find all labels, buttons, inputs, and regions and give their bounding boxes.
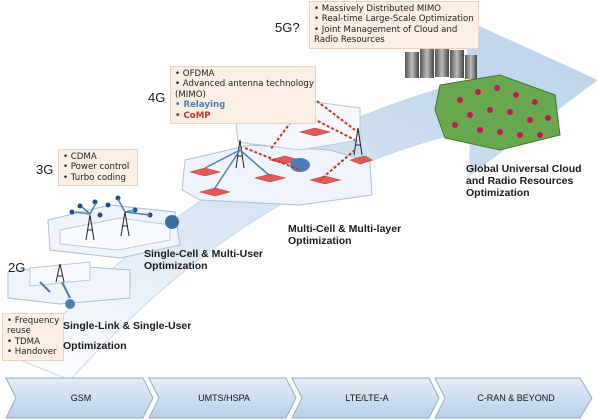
feature-item: (MIMO) [175, 89, 206, 100]
cluster-2g [7, 261, 131, 309]
feature-item: • CDMA [63, 152, 97, 162]
feature-box-3g: • CDMA • Power control • Turbo coding [58, 149, 138, 187]
cloud-5g [405, 45, 561, 151]
feature-item: Radio Resources [314, 35, 385, 46]
timeline-step-umts [148, 377, 297, 419]
feature-item-relaying: • Relaying [175, 100, 226, 111]
hex-grid-icon [434, 74, 561, 151]
generation-label-4g: 4G [148, 90, 166, 105]
feature-item: • Power control [63, 162, 130, 173]
feature-item: • Real-time Large-Scale Optimization [314, 14, 474, 25]
timeline-label-lte: LTE/LTE-A [345, 393, 389, 403]
caption-multi-cell: Multi-Cell & Multi-layer Optimization [288, 223, 402, 247]
generation-label-5g: 5G? [275, 20, 300, 35]
feature-item: • Frequency [7, 316, 60, 326]
timeline-step-lte [291, 377, 440, 419]
caption-single-link: Single-Link & Single-User Optimization [63, 320, 192, 352]
feature-item: reuse [7, 326, 31, 337]
caption-global: Global Universal Cloud and Radio Resourc… [466, 163, 582, 199]
caption-single-cell: Single-Cell & Multi-User Optimization [144, 248, 264, 272]
generation-label-2g: 2G [8, 260, 26, 275]
timeline-step-gsm [5, 377, 154, 419]
feature-box-2g: • Frequency reuse • TDMA • Handover [2, 313, 64, 361]
generation-label-3g: 3G [36, 162, 54, 177]
feature-item: • Handover [7, 347, 57, 358]
timeline-label-gsm: GSM [70, 393, 92, 403]
timeline-step-cran [434, 377, 593, 419]
tower-icon [55, 263, 65, 283]
cluster-3g [47, 195, 181, 259]
user-device-icon [165, 215, 179, 229]
tower-icon [85, 211, 130, 241]
feature-item-comp: • CoMP [175, 110, 211, 121]
feature-box-5g: • Massively Distributed MIMO • Real-time… [309, 1, 479, 49]
feature-box-4g: • OFDMA • Advanced antenna technology (M… [170, 66, 316, 125]
timeline-bar [5, 377, 593, 419]
feature-item: • Massively Distributed MIMO [314, 4, 442, 14]
feature-item: • Joint Management of Cloud and [314, 24, 458, 35]
user-device-icon [65, 299, 75, 309]
feature-item: • Turbo coding [63, 172, 126, 183]
feature-item: • OFDMA [175, 69, 215, 79]
server-rack-icon [405, 45, 477, 79]
timeline-label-umts: UMTS/HSPA [198, 393, 250, 403]
timeline-label-cran: C-RAN & BEYOND [477, 393, 555, 403]
feature-item: • Advanced antenna technology [175, 79, 314, 90]
feature-item: • TDMA [7, 336, 40, 347]
